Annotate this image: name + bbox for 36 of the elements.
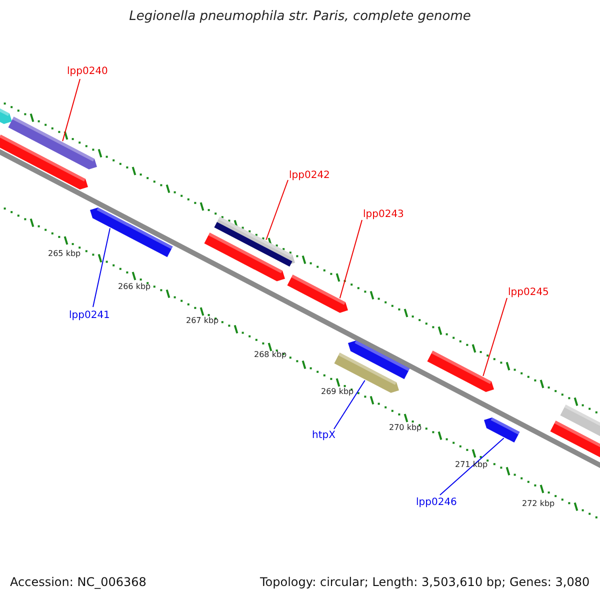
- scale-label: 267 kbp: [186, 317, 219, 326]
- scale-label: 265 kbp: [48, 250, 81, 259]
- gene-label: lpp0242: [289, 170, 330, 181]
- leader-line: [339, 220, 362, 299]
- gene-bar: [204, 232, 285, 282]
- gene-bar: [484, 417, 520, 443]
- leader-line: [62, 78, 80, 142]
- gene-label: htpX: [312, 430, 336, 441]
- leader-line: [92, 228, 110, 308]
- footer-text: Accession: NC_006368: [10, 576, 146, 590]
- gene-label: lpp0243: [363, 209, 404, 220]
- leader-line: [482, 298, 508, 376]
- scale-label: 272 kbp: [522, 500, 555, 509]
- gene-bar: [287, 274, 348, 313]
- leader-line: [334, 380, 366, 430]
- gene-label: lpp0240: [67, 66, 108, 77]
- gene-bar: [550, 420, 600, 458]
- gene-bar: [90, 207, 173, 258]
- gene-bar: [560, 404, 600, 438]
- scale-label: 270 kbp: [389, 424, 422, 433]
- gene-bar: [8, 116, 97, 170]
- gene-label: lpp0246: [416, 497, 457, 508]
- scale-label: 268 kbp: [254, 351, 287, 360]
- scale-label: 271 kbp: [455, 461, 488, 470]
- gene-bar: [0, 134, 88, 190]
- scale-label: 269 kbp: [321, 388, 354, 397]
- gene-bar: [348, 340, 410, 380]
- gene-label: lpp0241: [69, 310, 110, 321]
- title: Legionella pneumophila str. Paris, complete genome: [128, 10, 472, 24]
- leader-line: [266, 180, 288, 240]
- gene-label: lpp0245: [508, 287, 549, 298]
- leader-line: [440, 438, 504, 496]
- gene-bar: [427, 350, 494, 392]
- gene-bar: [214, 216, 295, 267]
- footer-text: Topology: circular; Length: 3,503,610 bp; Genes: 3,080: [260, 576, 590, 590]
- scale-label: 266 kbp: [118, 283, 151, 292]
